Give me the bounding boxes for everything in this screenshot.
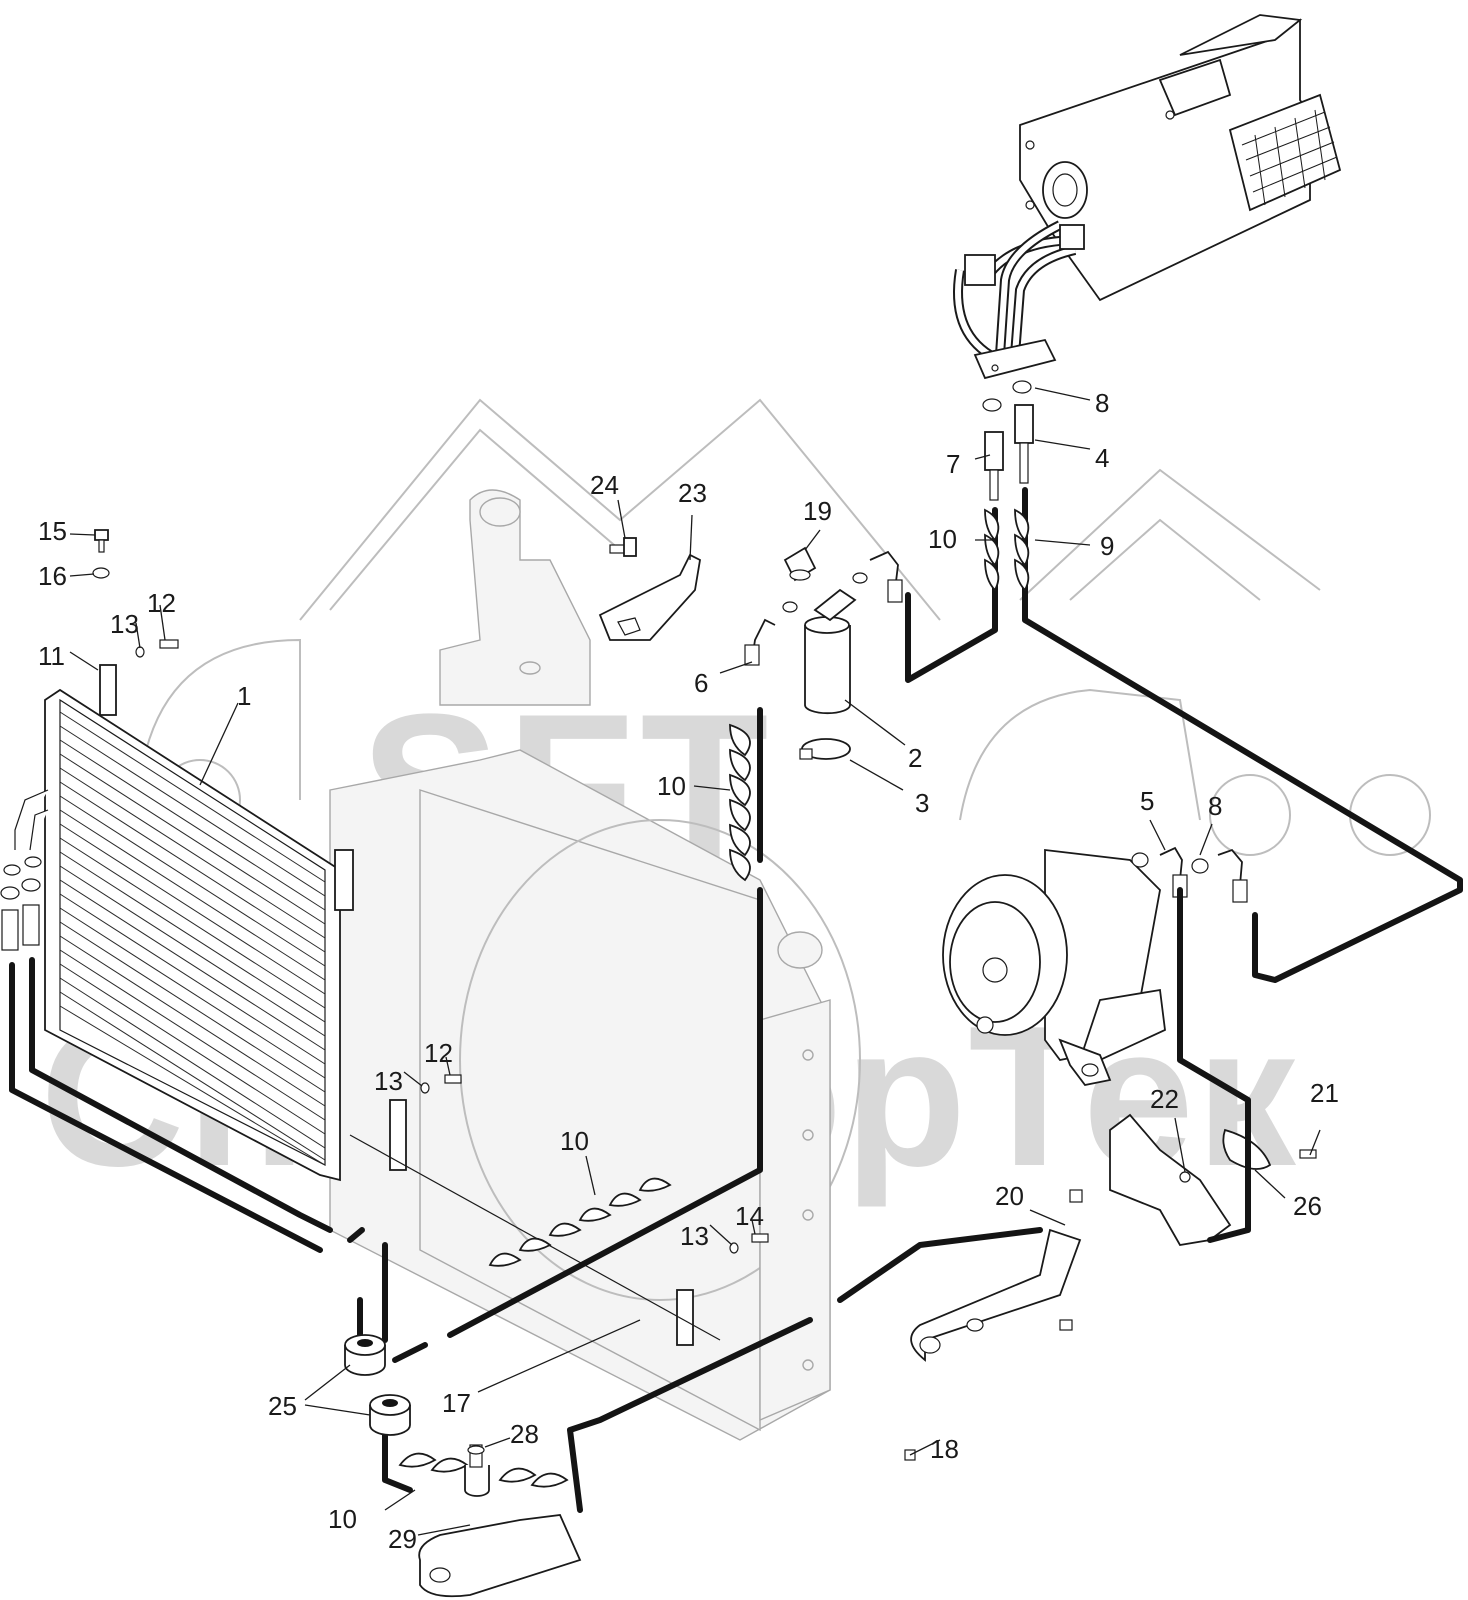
- callout-13a: 13: [110, 609, 139, 639]
- callout-8a: 8: [1095, 388, 1109, 418]
- callout-9: 9: [1100, 531, 1114, 561]
- drier-fittings: [744, 550, 903, 666]
- receiver-drier: [799, 588, 857, 760]
- callout-7: 7: [946, 449, 960, 479]
- callout-18: 18: [930, 1434, 959, 1464]
- sleeve-upper-pair: [984, 508, 1030, 592]
- anti-chafe-sleeves: [398, 508, 1030, 1488]
- sleeve-middle: [488, 1177, 672, 1267]
- callout-4: 4: [1095, 443, 1109, 473]
- condenser-bracket-hardware: [92, 529, 179, 658]
- bottom-hose-clamp: [418, 1444, 582, 1598]
- refrigerant-hoses: [9, 487, 1463, 1513]
- callout-10d: 10: [328, 1504, 357, 1534]
- callout-19: 19: [803, 496, 832, 526]
- callout-5: 5: [1140, 786, 1154, 816]
- leader-lines: [69, 387, 1321, 1536]
- bracket-23: [598, 553, 701, 641]
- callout-11: 11: [38, 641, 65, 671]
- callout-10a: 10: [928, 524, 957, 554]
- callout-15: 15: [38, 516, 67, 546]
- callout-10b: 10: [657, 771, 686, 801]
- upper-hose-fittings: [982, 380, 1034, 501]
- callout-2: 2: [908, 743, 922, 773]
- callout-12a: 12: [147, 588, 176, 618]
- grommets: [344, 1334, 411, 1436]
- callout-10c: 10: [560, 1126, 589, 1156]
- callout-29: 29: [388, 1524, 417, 1554]
- ac-compressor: [942, 848, 1166, 1086]
- callout-26: 26: [1293, 1191, 1322, 1221]
- callout-1: 1: [237, 681, 251, 711]
- radiator-fan-shroud-ghost: [329, 749, 861, 1441]
- bolt-24: [609, 537, 637, 557]
- compressor-mount-bracket: [910, 1113, 1232, 1362]
- callout-labels: 1 2 3 4 5 6 7 8 8 9 10 10 10 10 11 12 12…: [38, 388, 1339, 1554]
- pressure-switch: [783, 546, 817, 582]
- callout-6: 6: [694, 668, 708, 698]
- callout-8b: 8: [1208, 791, 1222, 821]
- evaporator-hoses: [953, 220, 1085, 380]
- compressor-fittings: [1131, 846, 1248, 903]
- callout-20: 20: [995, 1181, 1024, 1211]
- callout-25: 25: [268, 1391, 297, 1421]
- callout-3: 3: [915, 788, 929, 818]
- callout-12b: 12: [424, 1038, 453, 1068]
- radiator-strap-17: [349, 1134, 769, 1346]
- callout-16: 16: [38, 561, 67, 591]
- evaporator-unit: [1019, 14, 1342, 302]
- lower-condenser-bracket: [389, 1074, 462, 1171]
- condenser-inlet-fittings: [0, 789, 49, 951]
- sleeve-vertical: [729, 723, 751, 882]
- engine-mount-bracket-ghost: [439, 489, 591, 706]
- callout-22: 22: [1150, 1084, 1179, 1114]
- callout-17: 17: [442, 1388, 471, 1418]
- callout-13c: 13: [680, 1221, 709, 1251]
- callout-24: 24: [590, 470, 619, 500]
- callout-14: 14: [735, 1201, 764, 1231]
- condenser: [44, 664, 354, 1182]
- callout-28: 28: [510, 1419, 539, 1449]
- callout-23: 23: [678, 478, 707, 508]
- callout-13b: 13: [374, 1066, 403, 1096]
- callout-21: 21: [1310, 1078, 1339, 1108]
